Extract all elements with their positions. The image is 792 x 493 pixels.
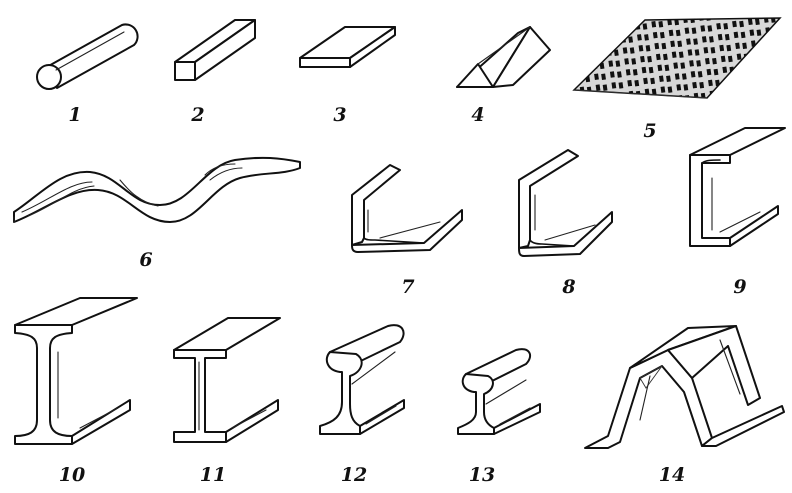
label-14: 14	[659, 464, 685, 486]
label-8: 8	[561, 276, 575, 298]
label-10: 10	[59, 464, 85, 486]
label-13: 13	[469, 464, 495, 486]
label-3: 3	[333, 104, 346, 126]
label-7: 7	[401, 276, 414, 298]
profile-rail-small	[457, 348, 541, 435]
profile-triangle-bar	[456, 26, 551, 88]
label-6: 6	[139, 249, 152, 271]
profile-flat-bar	[299, 26, 396, 68]
label-4: 4	[471, 104, 484, 126]
profile-rail-large	[319, 324, 405, 435]
label-5: 5	[643, 120, 656, 142]
profile-unequal-angle	[518, 149, 613, 257]
label-2: 2	[190, 104, 204, 126]
profile-checker-plate	[572, 17, 782, 99]
profile-i-beam-large	[14, 297, 138, 445]
label-12: 12	[341, 464, 367, 486]
label-1: 1	[68, 104, 81, 126]
profile-round-bar	[36, 23, 139, 90]
label-11: 11	[200, 464, 226, 486]
profile-i-beam-parallel	[173, 317, 281, 443]
profile-corrugated-sheet	[13, 156, 301, 223]
profile-square-bar	[174, 19, 256, 81]
profile-omega	[584, 325, 785, 449]
profile-equal-angle	[351, 164, 463, 253]
profile-channel	[689, 127, 786, 247]
label-9: 9	[733, 276, 746, 298]
